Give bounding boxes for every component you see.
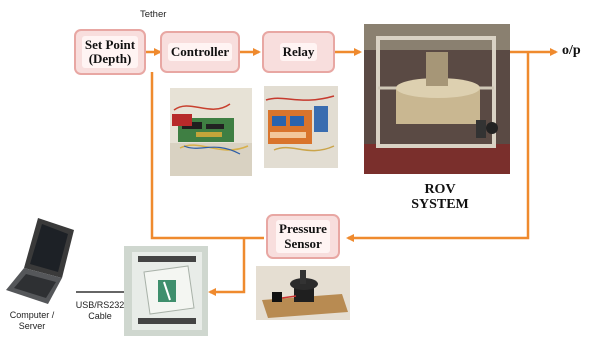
pressure-sensor-photo: [256, 266, 350, 320]
relay-label: Relay: [279, 42, 318, 62]
set-point-block: Set Point (Depth): [74, 29, 146, 75]
controller-board-photo: [170, 88, 252, 176]
feedback-line-to-sensor: [346, 52, 530, 242]
rov-label-line1: ROV: [424, 182, 456, 197]
rov-label-line2: SYSTEM: [411, 196, 469, 212]
tether-line: [150, 72, 264, 240]
usb-cable-label: USB/RS232 Cable: [74, 300, 126, 322]
computer-label-line1: Computer /: [9, 310, 55, 320]
pressure-sensor-line1: Pressure: [279, 221, 327, 237]
set-point-line1: Set Point: [84, 36, 136, 52]
pressure-sensor-line2: Sensor: [284, 235, 322, 251]
output-label: o/p: [562, 43, 581, 58]
computer-server-label: Computer / Server: [2, 310, 62, 332]
cable-label-line2: Cable: [88, 310, 112, 321]
rov-system-photo: [364, 24, 510, 174]
computer-label-line2: Server: [18, 320, 46, 331]
rov-system-label: ROV SYSTEM: [400, 182, 480, 212]
tether-label: Tether: [140, 9, 167, 20]
daq-device-photo: [124, 246, 208, 336]
set-point-line2: (Depth): [88, 51, 132, 66]
controller-block: Controller: [160, 31, 240, 73]
laptop-computer-photo: [4, 214, 76, 308]
relay-block: Relay: [262, 31, 335, 73]
relay-board-photo: [264, 86, 338, 168]
controller-label: Controller: [167, 42, 233, 62]
sensor-to-daq-line: [208, 238, 246, 296]
cable-label-line1: USB/RS232: [75, 300, 125, 310]
pressure-sensor-block: Pressure Sensor: [266, 214, 340, 259]
